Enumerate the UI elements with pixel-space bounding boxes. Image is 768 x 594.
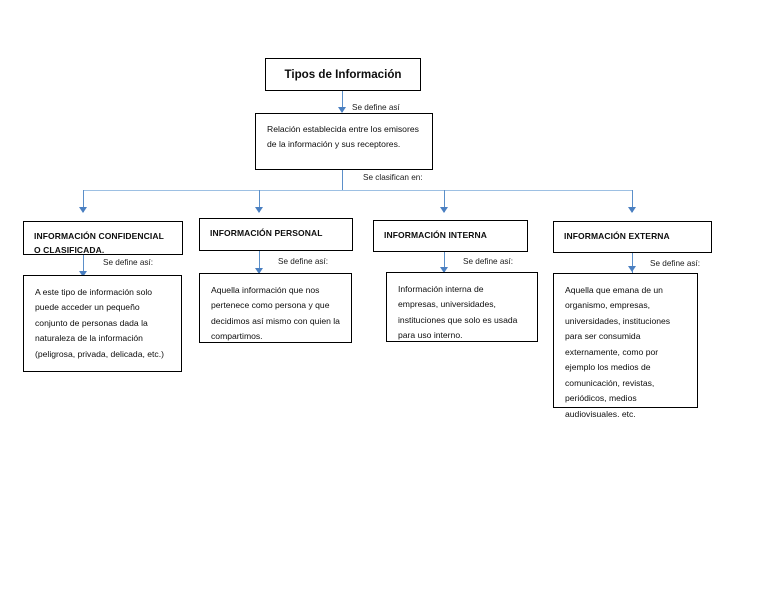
category-label-2: INFORMACIÓN PERSONAL: [210, 228, 323, 238]
connector-bar-to-category-1: [83, 190, 85, 212]
description-box-2[interactable]: Aquella información que nos pertenece co…: [199, 273, 352, 343]
connector-bar-to-category-4: [632, 190, 634, 212]
description-text-3: Información interna de empresas, univers…: [398, 284, 518, 341]
category-box-3[interactable]: INFORMACIÓN INTERNA: [373, 220, 528, 252]
arrow-category-4-to-desc-icon: [628, 266, 636, 272]
description-box-4[interactable]: Aquella que emana de un organismo, empre…: [553, 273, 698, 419]
arrow-to-category-3-icon: [440, 207, 448, 213]
category-box-1[interactable]: INFORMACIÓN CONFIDENCIAL O CLASIFICADA.: [23, 221, 183, 255]
category-box-4[interactable]: INFORMACIÓN EXTERNA: [553, 221, 712, 253]
arrow-category-3-to-desc-icon: [440, 267, 448, 273]
root-definition-text: Relación establecida entre los emisores …: [267, 124, 419, 150]
connector-category-3-to-desc: [444, 252, 446, 273]
description-box-3[interactable]: Información interna de empresas, univers…: [386, 272, 538, 342]
category-box-2[interactable]: INFORMACIÓN PERSONAL: [199, 218, 353, 251]
connector-label-define-2: Se define así:: [278, 257, 329, 266]
description-text-2: Aquella información que nos pertenece co…: [211, 285, 340, 342]
connector-label-define-4: Se define así:: [650, 259, 701, 268]
connector-category-1-to-desc: [83, 255, 85, 277]
arrow-category-2-to-desc-icon: [255, 268, 263, 274]
connector-label-classify: Se clasifican en:: [363, 173, 423, 182]
arrow-to-category-2-icon: [255, 207, 263, 213]
arrow-root-to-definition-icon: [338, 107, 346, 113]
arrow-to-category-1-icon: [79, 207, 87, 213]
description-box-1[interactable]: A este tipo de información solo puede ac…: [23, 275, 182, 372]
connector-label-define-3: Se define así:: [463, 257, 514, 266]
description-text-4: Aquella que emana de un organismo, empre…: [565, 285, 671, 419]
connector-label-define-1: Se define así:: [103, 258, 154, 267]
category-label-4: INFORMACIÓN EXTERNA: [564, 231, 670, 241]
connector-distribution-bar: [83, 190, 633, 192]
connector-category-4-to-desc: [632, 253, 634, 273]
category-label-3: INFORMACIÓN INTERNA: [384, 230, 487, 240]
root-title-label: Tipos de Información: [284, 67, 402, 81]
connector-label-root-define: Se define así: [352, 103, 400, 112]
root-definition-box[interactable]: Relación establecida entre los emisores …: [255, 113, 433, 170]
description-text-1: A este tipo de información solo puede ac…: [35, 287, 164, 359]
root-title-box[interactable]: Tipos de Información: [265, 58, 421, 91]
connector-definition-to-bar: [342, 170, 344, 190]
category-label-1: INFORMACIÓN CONFIDENCIAL O CLASIFICADA.: [34, 231, 164, 256]
connector-bar-to-category-2: [259, 190, 261, 212]
connector-category-2-to-desc: [259, 251, 261, 274]
arrow-to-category-4-icon: [628, 207, 636, 213]
connector-root-to-definition: [342, 91, 344, 112]
arrow-category-1-to-desc-icon: [79, 271, 87, 277]
connector-bar-to-category-3: [444, 190, 446, 212]
